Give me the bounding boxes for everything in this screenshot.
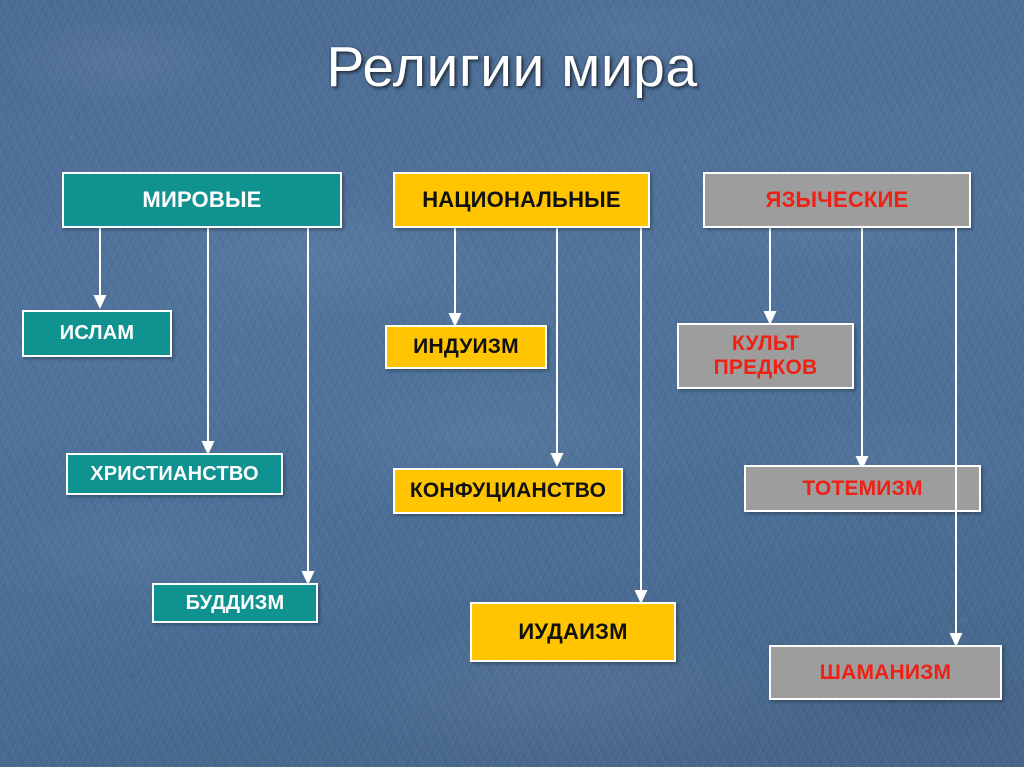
node-hinduism-label: ИНДУИЗМ [413,335,519,358]
node-buddhism-label: БУДДИЗМ [185,591,285,614]
connector-pagan-to-totemism [854,227,870,474]
node-confucianism[interactable]: КОНФУЦИАНСТВО [393,468,623,514]
connector-national-to-judaism [633,227,649,608]
page-title: Религии мира [326,35,698,99]
node-islam-label: ИСЛАМ [59,322,135,344]
node-christianity-label: ХРИСТИАНСТВО [90,462,259,485]
node-hinduism[interactable]: ИНДУИЗМ [385,325,547,369]
connector-world-to-islam [92,227,108,313]
connector-pagan-to-ancestor-cult [762,227,778,329]
node-totemism[interactable]: ТОТЕМИЗМ [744,465,981,512]
node-world-header-label: МИРОВЫЕ [142,187,262,212]
connector-world-to-christianity [200,227,216,459]
node-judaism-label: ИУДАИЗМ [518,619,628,644]
connector-world-to-buddhism [300,227,316,589]
node-ancestor-cult-label-line1: КУЛЬТ [731,332,800,356]
connector-national-to-confucianism [549,227,565,471]
node-buddhism[interactable]: БУДДИЗМ [152,583,318,623]
node-national-header[interactable]: НАЦИОНАЛЬНЫЕ [393,172,650,228]
node-world-header[interactable]: МИРОВЫЕ [62,172,342,228]
node-islam[interactable]: ИСЛАМ [22,310,172,357]
connector-pagan-to-shamanism [948,227,964,651]
node-ancestor-cult[interactable]: КУЛЬТ ПРЕДКОВ [677,323,854,389]
node-shamanism[interactable]: ШАМАНИЗМ [769,645,1002,700]
node-national-header-label: НАЦИОНАЛЬНЫЕ [422,187,621,212]
connector-national-to-hinduism [447,227,463,331]
node-shamanism-label: ШАМАНИЗМ [819,660,952,684]
node-pagan-header-label: ЯЗЫЧЕСКИЕ [765,187,909,212]
node-confucianism-label: КОНФУЦИАНСТВО [409,479,607,502]
node-ancestor-cult-label-line2: ПРЕДКОВ [713,356,818,379]
node-totemism-label: ТОТЕМИЗМ [802,476,923,500]
node-pagan-header[interactable]: ЯЗЫЧЕСКИЕ [703,172,971,228]
node-judaism[interactable]: ИУДАИЗМ [470,602,676,662]
node-christianity[interactable]: ХРИСТИАНСТВО [66,453,283,495]
